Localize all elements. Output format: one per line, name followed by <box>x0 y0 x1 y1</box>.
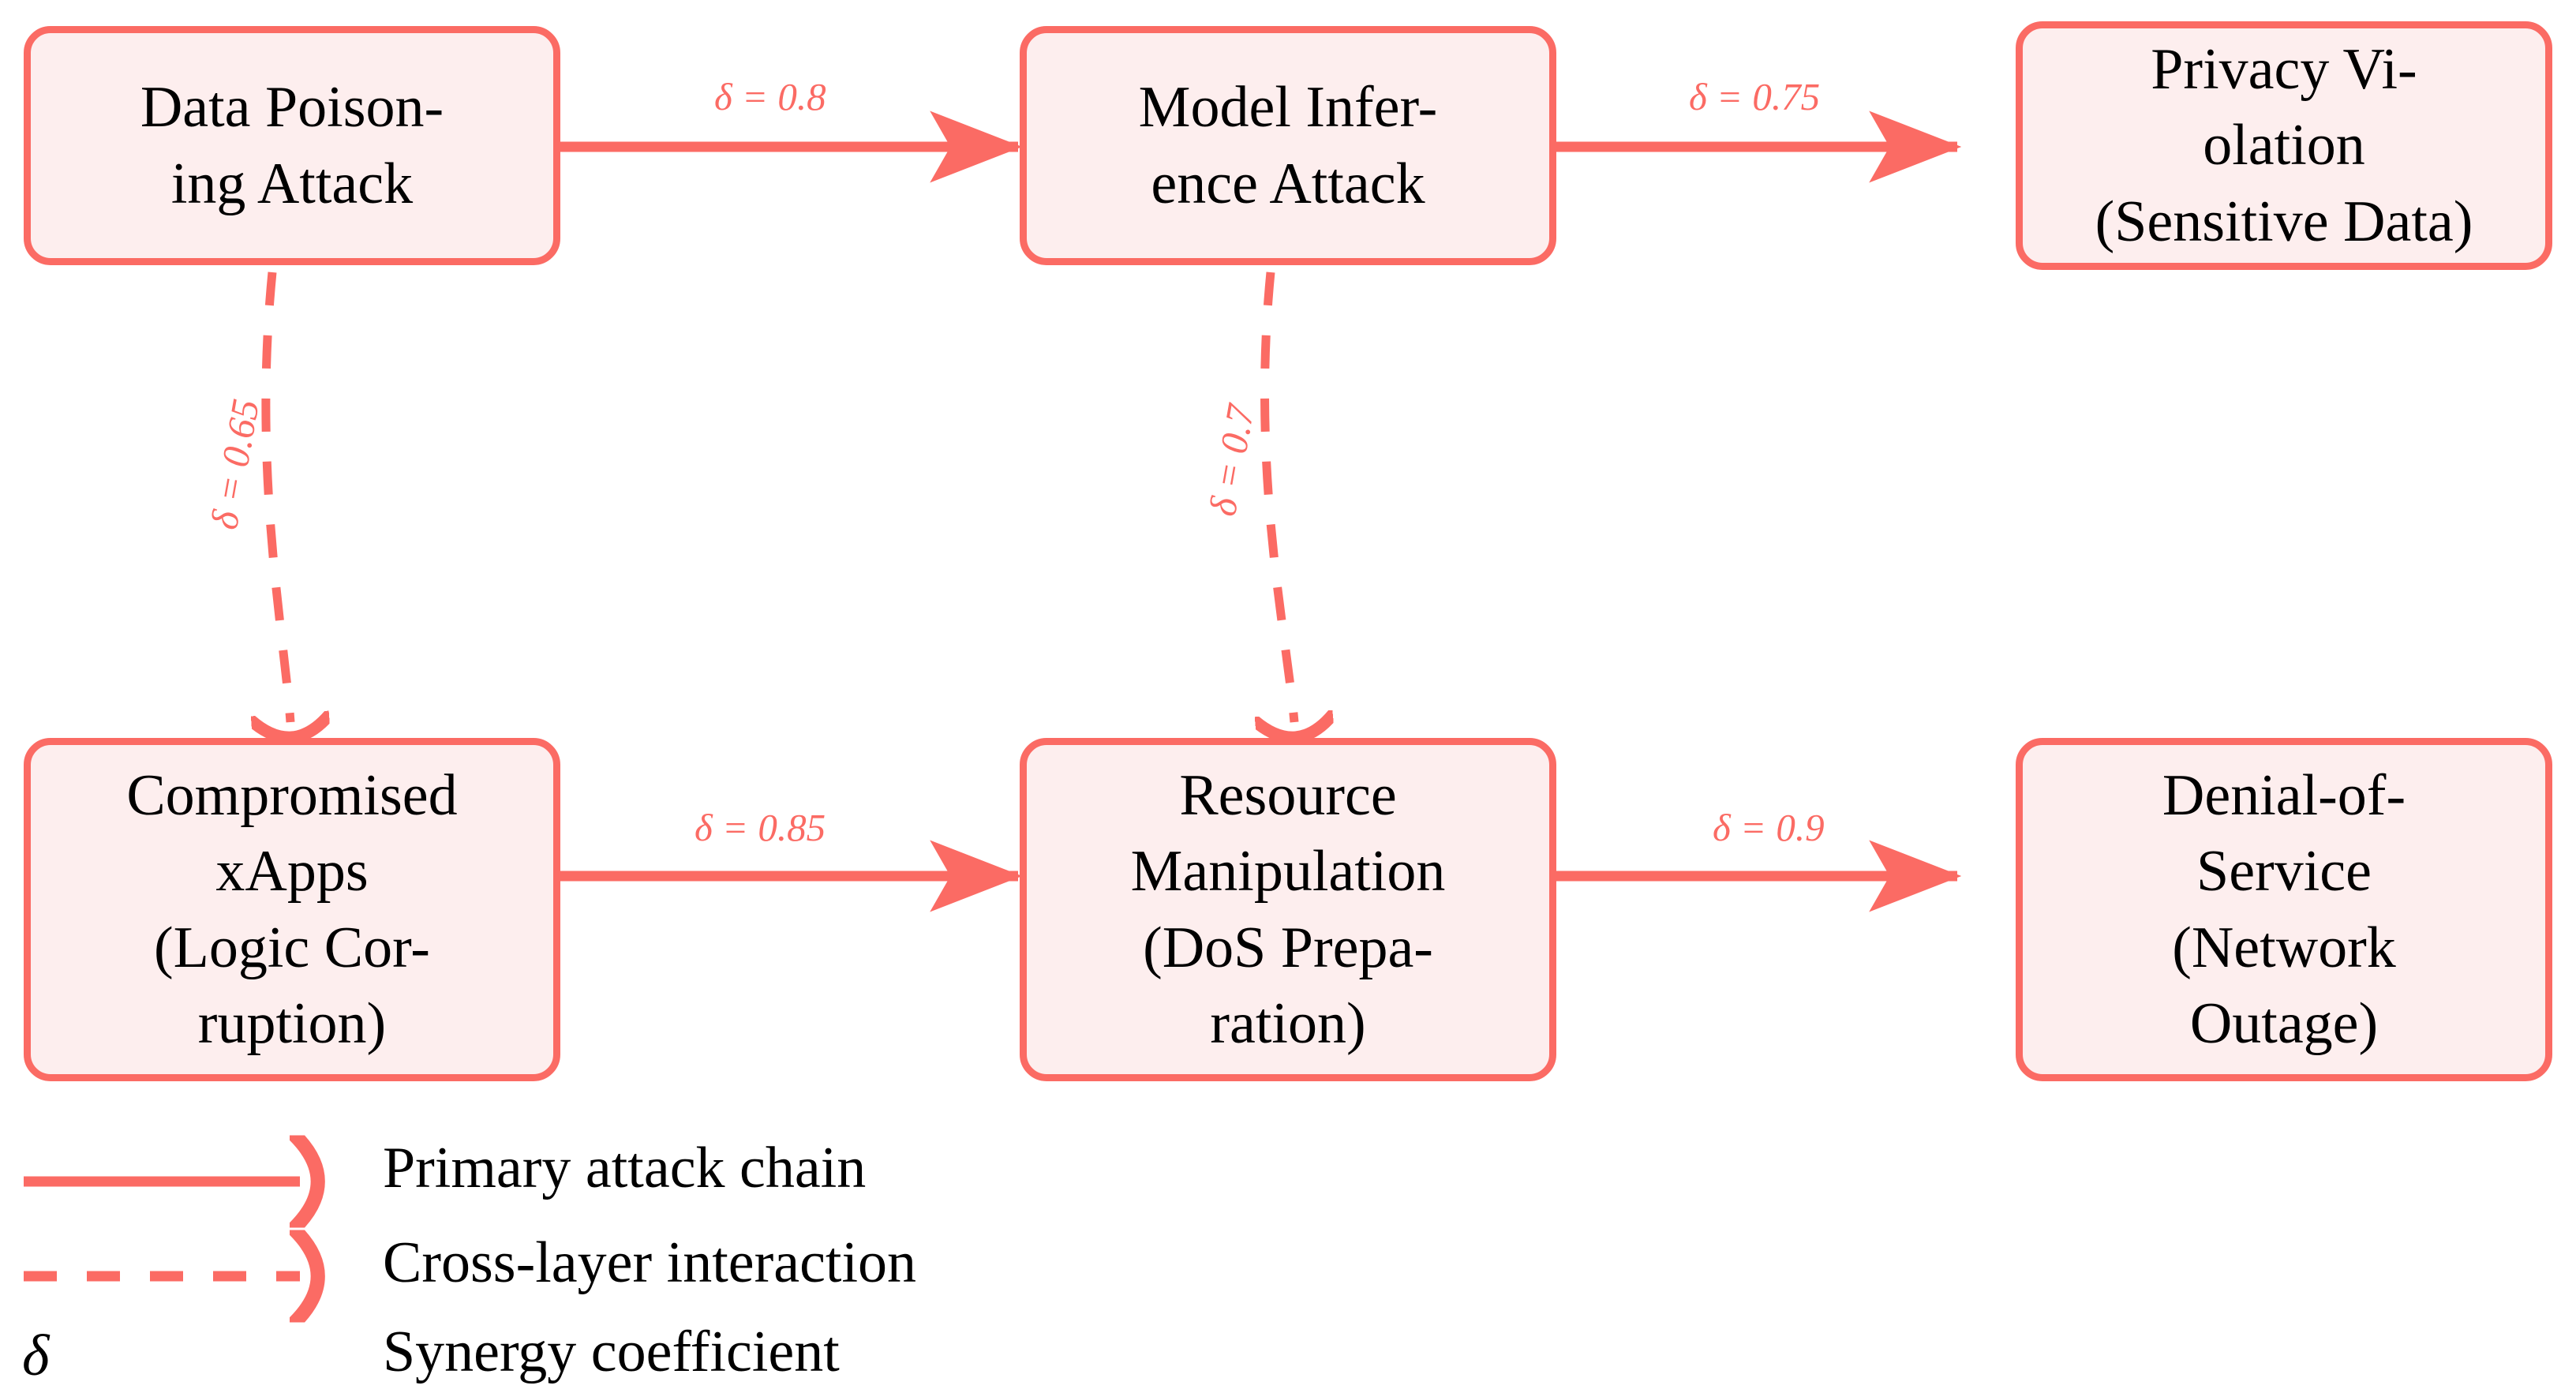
edge-data-poisoning-to-compromised-xapps <box>266 271 290 722</box>
legend-label-synergy-coefficient: Synergy coefficient <box>383 1320 840 1384</box>
node-data-poisoning-attack[interactable]: Data Poison- ing Attack <box>24 26 560 265</box>
legend-label-primary-attack-chain: Primary attack chain <box>383 1136 867 1200</box>
legend-delta-symbol-icon: δ <box>22 1324 50 1388</box>
node-label-denial-of-service: Denial-of- Service (Network Outage) <box>2162 763 2406 1056</box>
edge-label-text-e3: δ = 0.85 <box>695 806 826 849</box>
node-label-data-poisoning-attack: Data Poison- ing Attack <box>140 75 444 216</box>
edge-model-inference-to-resource-manipulation <box>1265 271 1294 722</box>
node-resource-manipulation[interactable]: Resource Manipulation (DoS Prepa- ration… <box>1020 738 1556 1081</box>
edge-label-text-e1: δ = 0.8 <box>714 75 826 118</box>
edge-label-data-poisoning-to-model-inference: δ = 0.8 <box>714 74 826 119</box>
edge-label-data-poisoning-to-compromised-xapps: δ = 0.65 <box>201 395 268 533</box>
node-label-compromised-xapps: Compromised xApps (Logic Cor- ruption) <box>126 763 458 1056</box>
edge-label-model-inference-to-resource-manipulation: δ = 0.7 <box>1200 402 1264 519</box>
edge-label-text-e5: δ = 0.65 <box>201 395 268 533</box>
node-compromised-xapps[interactable]: Compromised xApps (Logic Cor- ruption) <box>24 738 560 1081</box>
edge-label-compromised-xapps-to-resource-manipulation: δ = 0.85 <box>695 805 826 850</box>
edge-label-text-e6: δ = 0.7 <box>1200 401 1263 519</box>
node-model-inference-attack[interactable]: Model Infer- ence Attack <box>1020 26 1556 265</box>
edge-label-text-e4: δ = 0.9 <box>1713 806 1825 849</box>
node-label-privacy-violation: Privacy Vi- olation (Sensitive Data) <box>2095 37 2473 254</box>
node-denial-of-service[interactable]: Denial-of- Service (Network Outage) <box>2016 738 2552 1081</box>
node-label-model-inference-attack: Model Infer- ence Attack <box>1138 75 1438 216</box>
edge-label-model-inference-to-privacy-violation: δ = 0.75 <box>1689 74 1820 119</box>
edge-label-text-e2: δ = 0.75 <box>1689 75 1821 118</box>
edge-label-resource-manipulation-to-denial-of-service: δ = 0.9 <box>1713 805 1825 850</box>
node-privacy-violation[interactable]: Privacy Vi- olation (Sensitive Data) <box>2016 21 2552 270</box>
node-label-resource-manipulation: Resource Manipulation (DoS Prepa- ration… <box>1130 763 1446 1056</box>
legend-label-cross-layer-interaction: Cross-layer interaction <box>383 1230 917 1295</box>
